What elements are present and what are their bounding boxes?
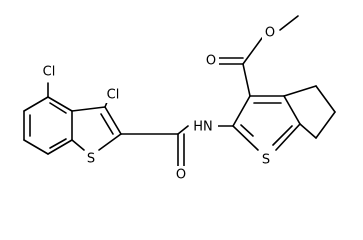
bond bbox=[71, 106, 106, 112]
chlorine-label: Cl bbox=[43, 65, 56, 80]
cyclopentane-bonds bbox=[283, 85, 336, 139]
bond bbox=[23, 139, 49, 155]
bond bbox=[177, 125, 189, 135]
methyl-ester-bonds bbox=[214, 15, 299, 97]
bond bbox=[315, 111, 336, 139]
bond bbox=[232, 125, 259, 151]
bond bbox=[242, 63, 251, 97]
atom-cl-top: Cl bbox=[39, 63, 59, 80]
sulfur-label: S bbox=[262, 153, 270, 168]
bond bbox=[232, 95, 251, 127]
double-bond-inner bbox=[100, 113, 114, 135]
bond bbox=[315, 85, 336, 113]
atom-s-right: S bbox=[259, 151, 274, 168]
bond bbox=[47, 139, 73, 155]
bond bbox=[275, 123, 301, 151]
bond bbox=[279, 15, 299, 31]
bond bbox=[47, 96, 73, 112]
atom-nh: HN bbox=[189, 118, 218, 135]
bond bbox=[104, 106, 122, 135]
atom-o-ester: O bbox=[262, 24, 277, 41]
oxygen-label: O bbox=[176, 168, 186, 183]
molecule-structure-diagram: Cl Cl S O HN S O O bbox=[23, 15, 336, 183]
bond bbox=[299, 123, 317, 139]
double-bond-inner bbox=[49, 138, 67, 149]
bond bbox=[23, 96, 49, 112]
bond bbox=[98, 133, 122, 151]
bond bbox=[242, 37, 263, 65]
atom-o-carbonyl: O bbox=[204, 52, 219, 69]
oxygen-label: O bbox=[206, 54, 216, 69]
atom-o-amide: O bbox=[174, 166, 189, 183]
sulfur-label: S bbox=[87, 152, 95, 167]
amide-linker-bonds bbox=[120, 125, 189, 167]
double-bond-inner bbox=[240, 124, 254, 137]
bond bbox=[283, 95, 301, 125]
double-bond-inner bbox=[272, 125, 293, 146]
atom-cl-right: Cl bbox=[103, 86, 123, 103]
amine-label: HN bbox=[193, 120, 213, 135]
right-thiophene-bonds bbox=[217, 95, 301, 151]
bond bbox=[71, 139, 85, 151]
oxygen-label: O bbox=[265, 26, 275, 41]
double-bond-inner bbox=[49, 102, 67, 114]
chlorine-label: Cl bbox=[107, 88, 120, 103]
bond bbox=[283, 85, 317, 97]
atom-s-left: S bbox=[84, 151, 98, 168]
